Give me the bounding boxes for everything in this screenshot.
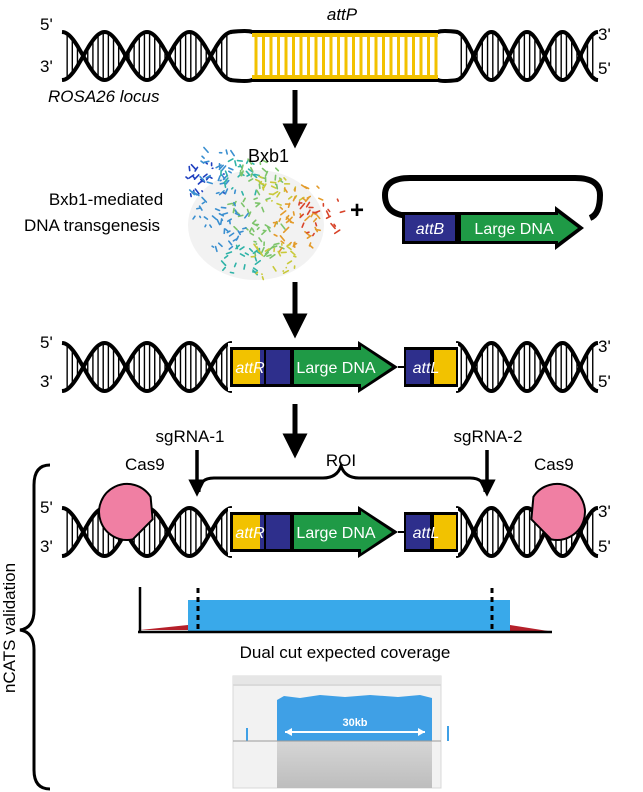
integration-panel: Bxb1 Bxb1-mediated DNA transgenesis + at… — [24, 146, 604, 281]
locus-panel: 5' 3' 3' 5' attP ROSA26 locus — [40, 5, 611, 106]
donor-plasmid: attB Large DNA — [381, 175, 604, 250]
validation-brace — [19, 463, 51, 791]
roi-label: ROI — [326, 451, 356, 470]
left-3prime-end: 3' — [40, 537, 53, 556]
bxb1-label: Bxb1 — [248, 146, 289, 166]
dna-helix-right — [455, 29, 599, 83]
plus-sign: + — [350, 197, 364, 224]
right-5prime-end: 5' — [598, 372, 611, 391]
dna-helix-left — [61, 29, 233, 83]
integrated-insert — [228, 341, 458, 393]
sgrna2-label: sgRNA-2 — [454, 427, 523, 446]
attr-label: attR — [235, 360, 265, 377]
attb-box — [405, 215, 455, 241]
coverage-caption: Dual cut expected coverage — [240, 643, 451, 662]
locus-backbone-top — [229, 29, 459, 34]
observed-coverage-track: 30kb — [232, 675, 449, 789]
attl-label: attL — [413, 360, 440, 377]
cas9-right — [530, 483, 586, 541]
coverage-block — [188, 600, 510, 631]
left-3prime-end: 3' — [40, 372, 53, 391]
left-5prime-end: 5' — [40, 333, 53, 352]
background-reads-right — [510, 625, 548, 631]
integrated-insert — [228, 506, 458, 558]
attp-site — [252, 33, 438, 79]
attl-label: attL — [413, 525, 440, 542]
roi-brace — [197, 461, 487, 493]
right-5prime-end: 5' — [598, 537, 611, 556]
process-line-1: Bxb1-mediated — [49, 190, 163, 209]
sgrna1-label: sgRNA-1 — [156, 427, 225, 446]
cas9-right-label: Cas9 — [534, 455, 574, 474]
attr-label: attR — [235, 525, 265, 542]
right-3prime-end: 3' — [598, 337, 611, 356]
left-5prime-end: 5' — [40, 498, 53, 517]
background-reads-left — [140, 625, 188, 630]
right-5prime-end: 5' — [598, 59, 611, 78]
validation-panel: sgRNA-1 sgRNA-2 Cas9 Cas9 ROI 5' 3' 3' 5… — [0, 427, 611, 791]
attp-label: attP — [327, 5, 358, 24]
left-3prime-end: 3' — [40, 57, 53, 76]
bxb1-protein-structure — [185, 146, 346, 281]
right-3prime-end: 3' — [598, 502, 611, 521]
cas9-left — [98, 483, 154, 541]
left-5prime-end: 5' — [40, 15, 53, 34]
cas9-left-label: Cas9 — [125, 455, 165, 474]
integrated-panel: 5' 3' 3' 5' attR Large DNA attL — [40, 333, 611, 394]
locus-label: ROSA26 locus — [48, 87, 160, 106]
dna-helix-right — [455, 340, 599, 394]
locus-backbone-bottom — [229, 78, 459, 83]
cargo-label: Large DNA — [296, 360, 375, 377]
right-3prime-end: 3' — [598, 25, 611, 44]
plasmid-cargo-label: Large DNA — [474, 221, 553, 238]
observed-coverage-bar — [277, 700, 432, 741]
size-label: 30kb — [342, 717, 367, 729]
read-pileup — [277, 741, 432, 788]
dna-helix-left — [61, 340, 233, 394]
plasmid-cargo-arrow — [461, 213, 578, 243]
expected-coverage-plot — [138, 587, 552, 634]
cargo-label: Large DNA — [296, 525, 375, 542]
process-line-2: DNA transgenesis — [24, 216, 160, 235]
attb-label: attB — [416, 221, 445, 238]
ncats-label: nCATS validation — [0, 563, 19, 693]
